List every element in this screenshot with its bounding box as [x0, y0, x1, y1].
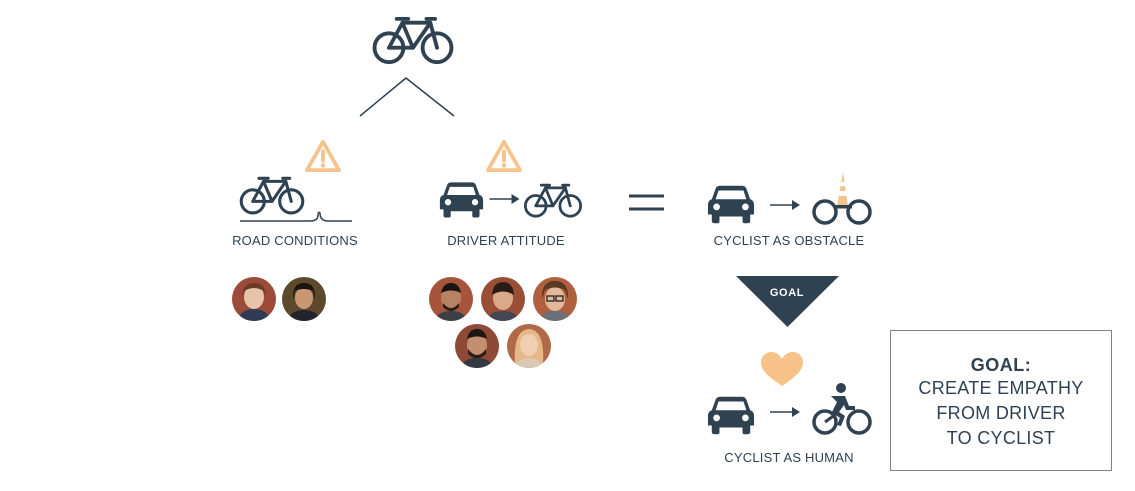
goal-box-line: TO CYCLIST: [946, 428, 1056, 448]
warning-icon: [304, 139, 342, 173]
avatar: [507, 324, 551, 368]
bicycle-icon: [239, 176, 305, 216]
goal-box: GOAL: CREATE EMPATHY FROM DRIVER TO CYCL…: [890, 330, 1112, 471]
road-conditions-label: ROAD CONDITIONS: [232, 233, 358, 248]
warning-icon: [485, 139, 523, 173]
car-icon: [707, 184, 755, 224]
avatar: [232, 277, 276, 321]
cyclist-as-human-label: CYCLIST AS HUMAN: [724, 450, 854, 465]
avatar: [429, 277, 473, 321]
car-icon: [707, 395, 755, 435]
bicycle-icon: [524, 183, 582, 219]
equals-icon: [629, 194, 664, 211]
cyclist-icon: [812, 383, 872, 435]
arrow-right-icon: [489, 193, 520, 205]
goal-box-line: FROM DRIVER: [936, 403, 1066, 423]
arrow-right-icon: [770, 199, 800, 211]
goal-box-line: CREATE EMPATHY: [918, 378, 1084, 398]
goal-box-title: GOAL:: [970, 355, 1032, 375]
heart-icon: [761, 352, 803, 386]
arrow-right-icon: [770, 406, 800, 418]
goal-triangle-label: GOAL: [769, 287, 805, 299]
car-icon: [439, 181, 484, 218]
avatar: [282, 277, 326, 321]
avatar: [481, 277, 525, 321]
goal-triangle: [736, 276, 839, 327]
traffic-cone-icon: [812, 172, 872, 225]
driver-attitude-label: DRIVER ATTITUDE: [447, 233, 565, 248]
avatar: [455, 324, 499, 368]
avatar: [533, 277, 577, 321]
road-bump-icon: [240, 211, 352, 222]
cyclist-as-obstacle-label: CYCLIST AS OBSTACLE: [713, 233, 865, 248]
